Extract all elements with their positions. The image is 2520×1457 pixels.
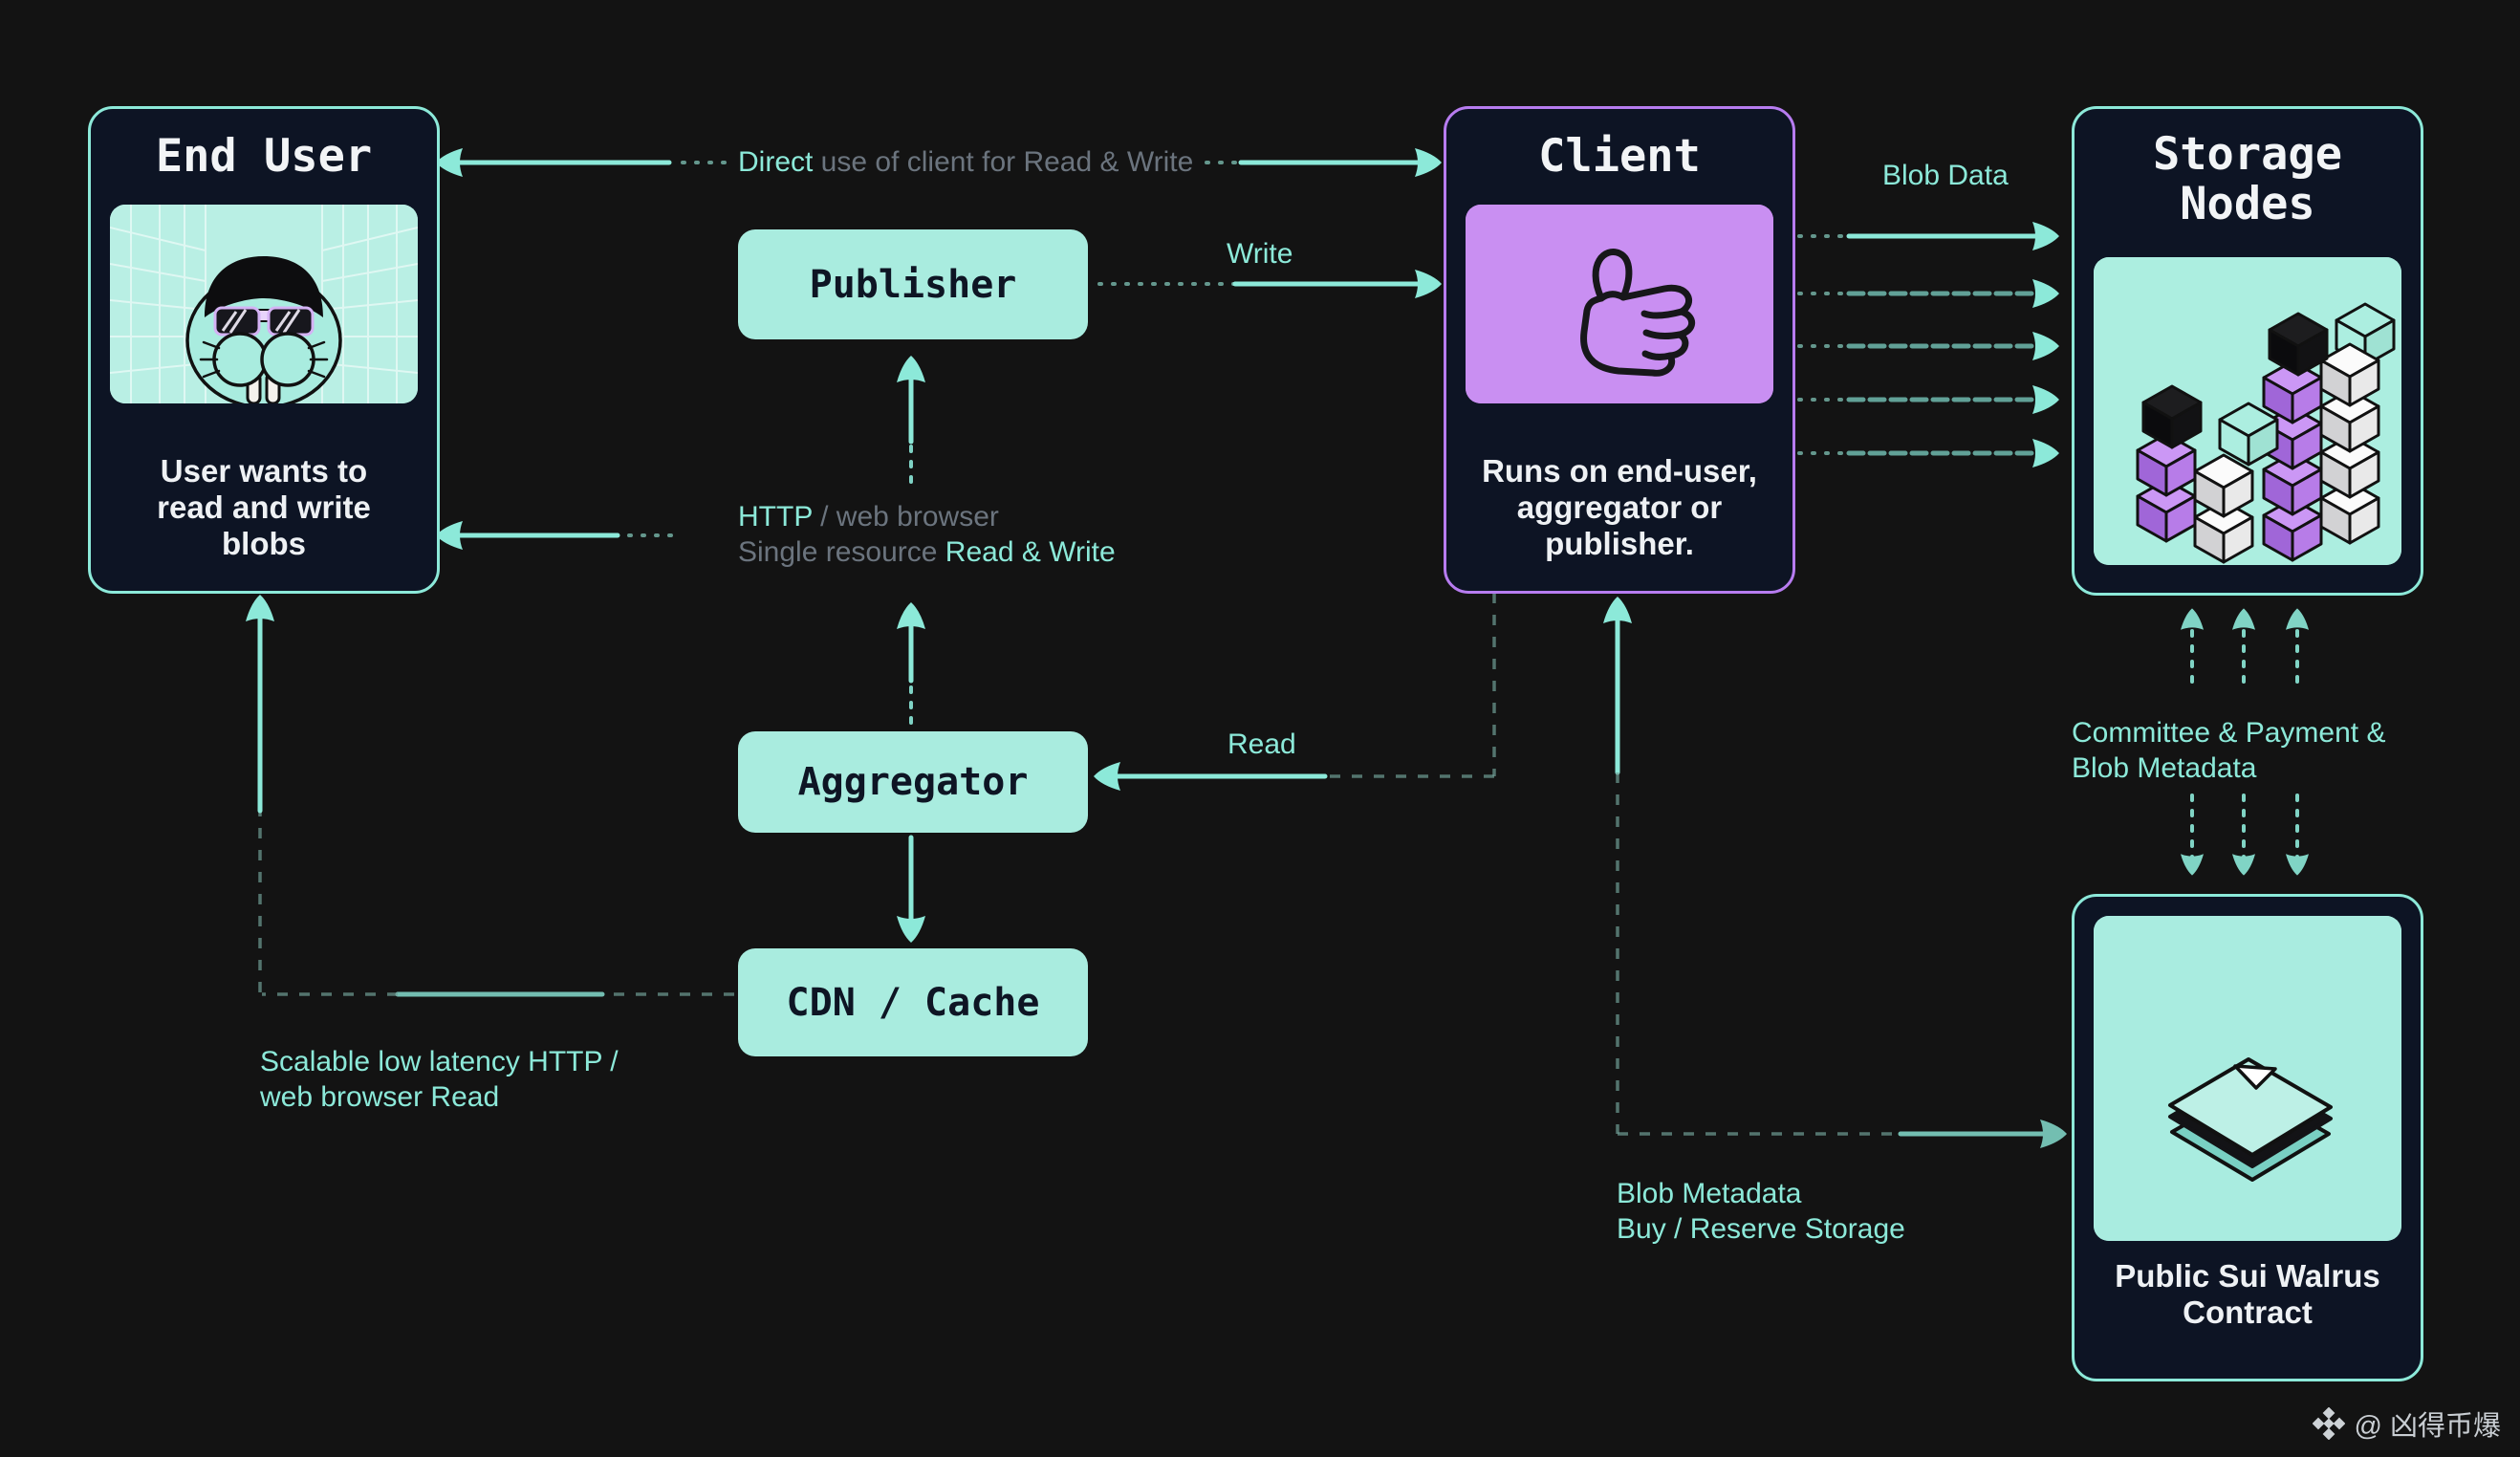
write-label: Write [1227, 238, 1293, 270]
end-user-title: End User [155, 130, 373, 183]
storage-title-line: Nodes [2180, 178, 2315, 230]
committee-payment-label: Committee & Payment & Blob Metadata [2072, 715, 2385, 786]
cube-stacks-icon [2094, 257, 2401, 565]
single-resource-text: Single resource [738, 536, 945, 568]
contract-caption-line: Public Sui Walrus [2115, 1258, 2380, 1294]
client-caption-line: publisher. [1545, 526, 1694, 561]
end-user-caption-line: read and write [157, 489, 371, 525]
blob-metadata-line: Buy / Reserve Storage [1617, 1213, 1905, 1245]
client-caption-line: Runs on end-user, [1482, 453, 1757, 489]
watermark-text: @ 凶得币爆 [2354, 1411, 2502, 1442]
http-line1: HTTP / web browser [738, 499, 1116, 534]
cdn-cache-label: CDN / Cache [786, 980, 1040, 1025]
path-cdn-to-enduser [246, 595, 734, 997]
sui-contract-card: Public Sui Walrus Contract [2072, 894, 2423, 1381]
contract-caption: Public Sui Walrus Contract [2075, 1258, 2421, 1331]
end-user-caption: User wants to read and write blobs [91, 453, 437, 562]
storage-nodes-image [2094, 257, 2401, 565]
path-client-to-contract [1603, 597, 2067, 1148]
walrus-avatar-image [110, 205, 418, 403]
http-em: HTTP [738, 501, 813, 533]
http-rest: / web browser [812, 501, 999, 533]
client-card: Client Runs on end-user, aggregator or p… [1444, 106, 1795, 594]
walrus-icon [110, 205, 418, 403]
aggregator-box: Aggregator [738, 731, 1088, 833]
http-read-write-label: HTTP / web browser Single resource Read … [738, 499, 1116, 570]
path-client-read-to-aggregator [1094, 593, 1496, 791]
client-image [1466, 205, 1773, 403]
end-user-card: End User [88, 106, 440, 594]
client-title: Client [1538, 130, 1701, 183]
blob-data-label: Blob Data [1882, 160, 2009, 191]
watermark: @ 凶得币爆 [2312, 1403, 2502, 1444]
thumbs-up-icon [1466, 205, 1773, 403]
blob-metadata-label: Blob Metadata Buy / Reserve Storage [1617, 1176, 1905, 1247]
scalable-line: Scalable low latency HTTP / [260, 1046, 619, 1077]
storage-title-line: Storage [2152, 128, 2343, 181]
publisher-label: Publisher [809, 262, 1017, 307]
read-label: Read [1227, 728, 1296, 760]
http-line2: Single resource Read & Write [738, 534, 1116, 570]
contract-image [2094, 916, 2401, 1241]
storage-nodes-title: Storage Nodes [2075, 130, 2421, 229]
read-write-em: Read & Write [945, 536, 1116, 568]
direct-use-em: Direct [738, 146, 814, 178]
committee-line: Committee & Payment & [2072, 717, 2386, 749]
client-caption: Runs on end-user, aggregator or publishe… [1446, 453, 1792, 562]
cdn-cache-box: CDN / Cache [738, 948, 1088, 1056]
binance-logo-icon [2312, 1407, 2345, 1440]
arrows-committee-metadata [2181, 608, 2309, 876]
scalable-read-label: Scalable low latency HTTP / web browser … [260, 1044, 619, 1115]
storage-nodes-card: Storage Nodes [2072, 106, 2423, 596]
publisher-box: Publisher [738, 229, 1088, 339]
client-caption-line: aggregator or [1516, 489, 1723, 525]
committee-line: Blob Metadata [2072, 752, 2257, 784]
scalable-line: web browser Read [260, 1081, 500, 1113]
aggregator-label: Aggregator [797, 760, 1029, 804]
end-user-caption-line: blobs [222, 526, 306, 561]
arrows-blob-data [1797, 222, 2059, 468]
stacked-documents-icon [2094, 916, 2401, 1241]
blob-metadata-line: Blob Metadata [1617, 1178, 1802, 1209]
direct-use-label: Direct use of client for Read & Write [738, 144, 1193, 180]
contract-caption-line: Contract [2183, 1294, 2313, 1330]
end-user-caption-line: User wants to [160, 453, 368, 489]
direct-use-rest: use of client for Read & Write [813, 146, 1194, 178]
